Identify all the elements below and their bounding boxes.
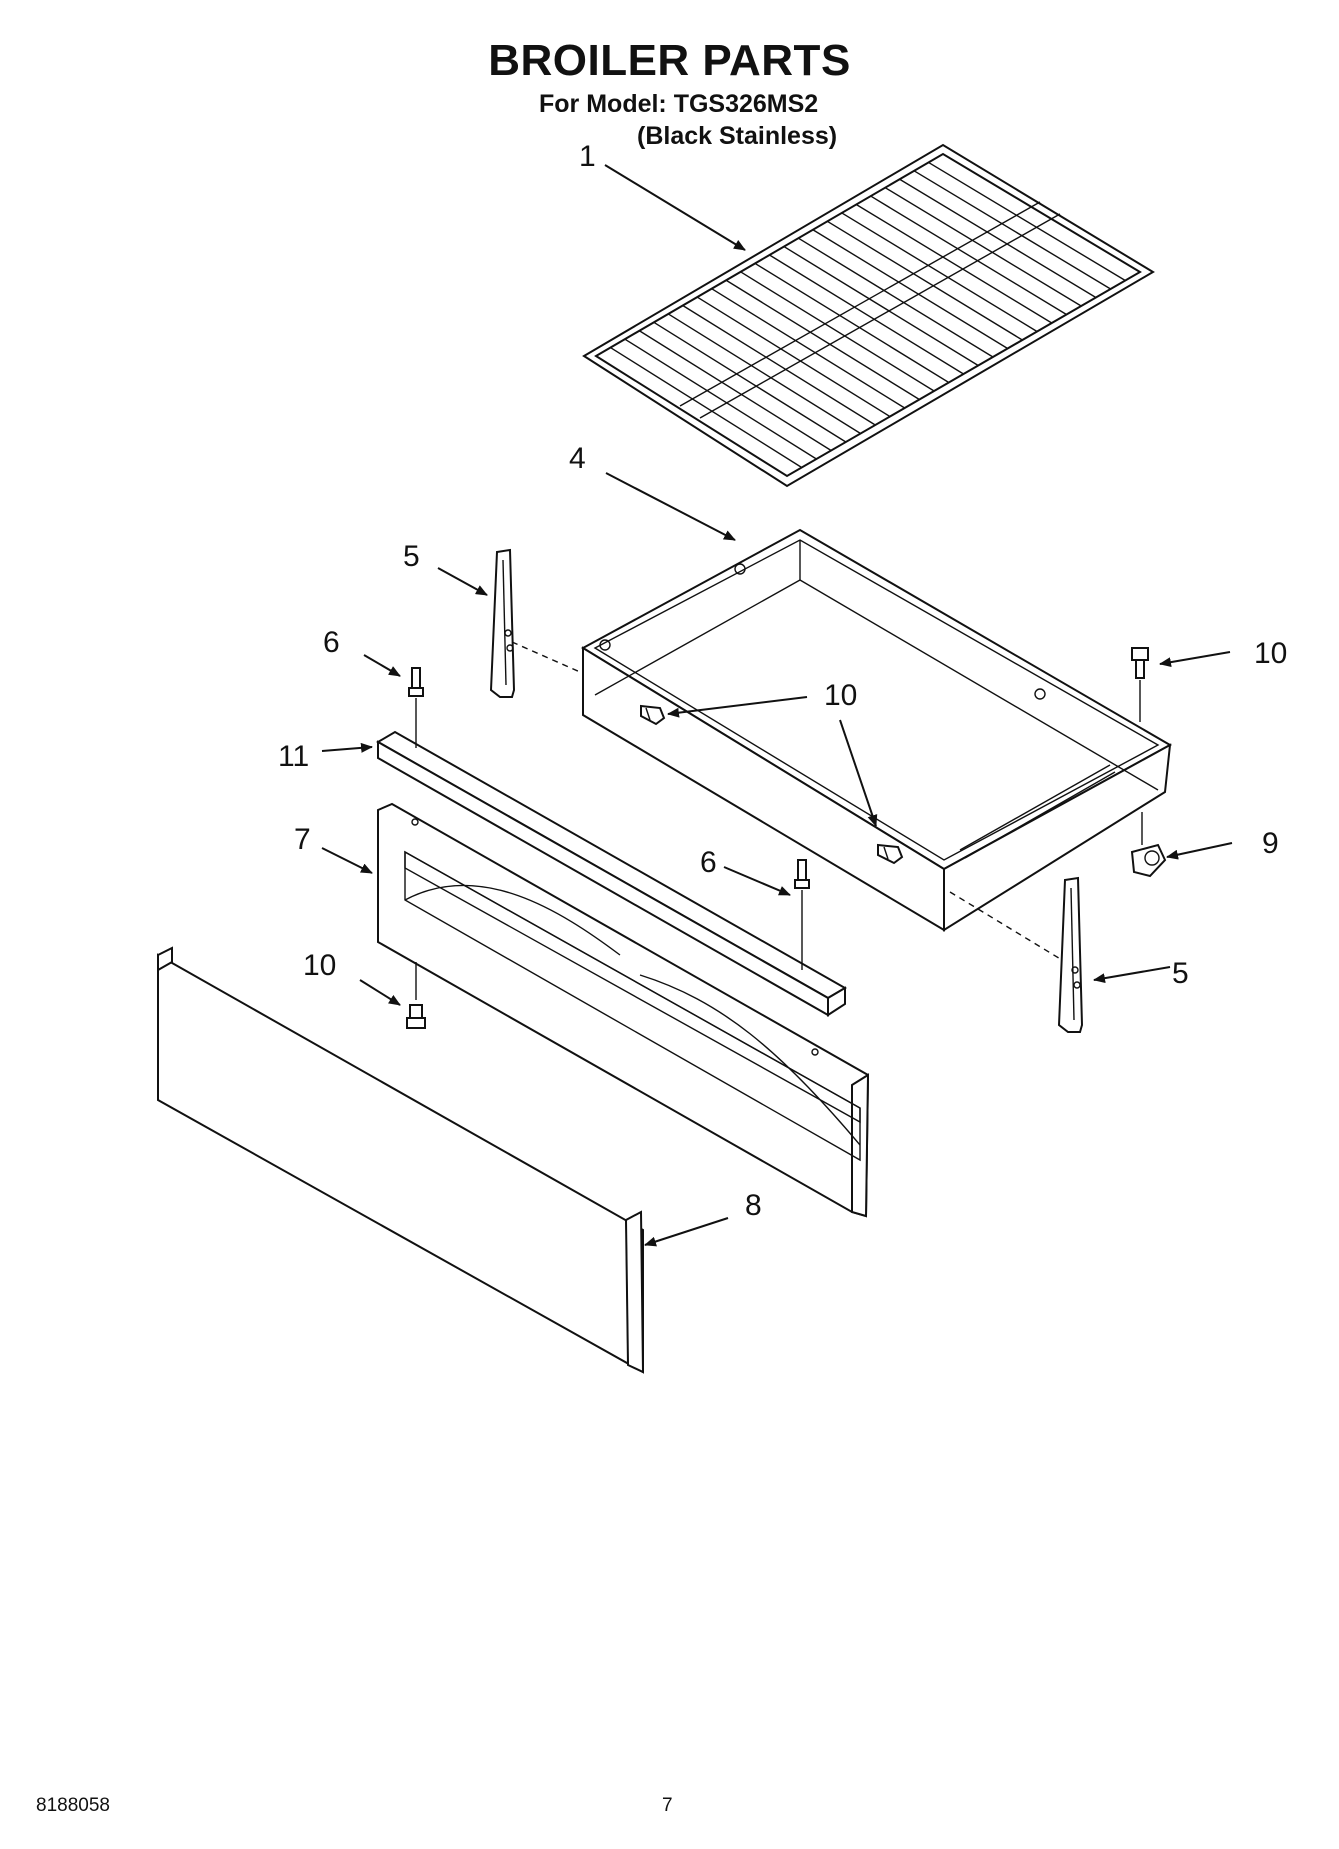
callout-6-right: 6	[700, 846, 717, 879]
grid-bar	[740, 271, 935, 392]
bracket-9	[1130, 812, 1167, 878]
broiler-grid	[582, 143, 1155, 488]
screw-10-pan-right	[1131, 647, 1149, 722]
screw-6-left	[408, 667, 424, 748]
page-title: BROILER PARTS	[488, 36, 851, 85]
drawer-panel	[157, 946, 645, 1374]
grid-bar	[682, 304, 876, 426]
callout-10-door: 10	[303, 949, 336, 982]
model-finish: (Black Stainless)	[637, 122, 838, 150]
grid-bar	[783, 245, 979, 367]
grid-bar	[826, 220, 1023, 341]
grid-bar	[884, 187, 1082, 307]
screw-6-right	[794, 859, 810, 970]
grid-bar	[610, 346, 803, 469]
callout-5-left: 5	[403, 540, 420, 573]
callout-4: 4	[569, 442, 586, 475]
grid-bar	[754, 262, 950, 384]
callout-6-left: 6	[323, 626, 340, 659]
grid-bar	[870, 195, 1067, 316]
grid-bar	[855, 203, 1053, 324]
grid-bar	[725, 279, 920, 401]
screw-10-pan-center	[877, 843, 904, 865]
grid-bar	[711, 288, 906, 409]
document-number: 8188058	[36, 1795, 110, 1816]
callout-7: 7	[294, 823, 311, 856]
grid-bar	[696, 296, 891, 418]
grid-bar	[841, 212, 1038, 333]
callout-8: 8	[745, 1189, 762, 1222]
callout-9: 9	[1262, 827, 1279, 860]
page-number: 7	[662, 1795, 673, 1816]
grid-bar	[899, 178, 1097, 299]
grid-bar	[639, 330, 832, 452]
grid-bar	[798, 237, 994, 358]
pan-support-left	[489, 548, 516, 698]
grid-bar	[653, 321, 847, 443]
broiler-pan	[581, 528, 1173, 932]
grid-bar	[913, 170, 1111, 290]
callout-10-pan-right: 10	[1254, 637, 1287, 670]
screw-10-door	[406, 962, 426, 1029]
grid-bar	[769, 254, 964, 375]
callout-10-pan-center: 10	[824, 679, 857, 712]
model-number: For Model: TGS326MS2	[539, 90, 819, 118]
callout-5-right: 5	[1172, 957, 1189, 990]
grid-bar	[624, 338, 817, 460]
grid-bar	[928, 161, 1126, 282]
broiler-door	[377, 802, 870, 1218]
grid-bar	[812, 229, 1008, 350]
grid-bar	[667, 313, 861, 435]
door-trim	[376, 730, 847, 1017]
pan-support-right	[1057, 876, 1084, 1033]
screw-10-pan-left	[640, 704, 666, 726]
callout-11: 11	[278, 740, 309, 773]
callout-1: 1	[579, 140, 596, 173]
